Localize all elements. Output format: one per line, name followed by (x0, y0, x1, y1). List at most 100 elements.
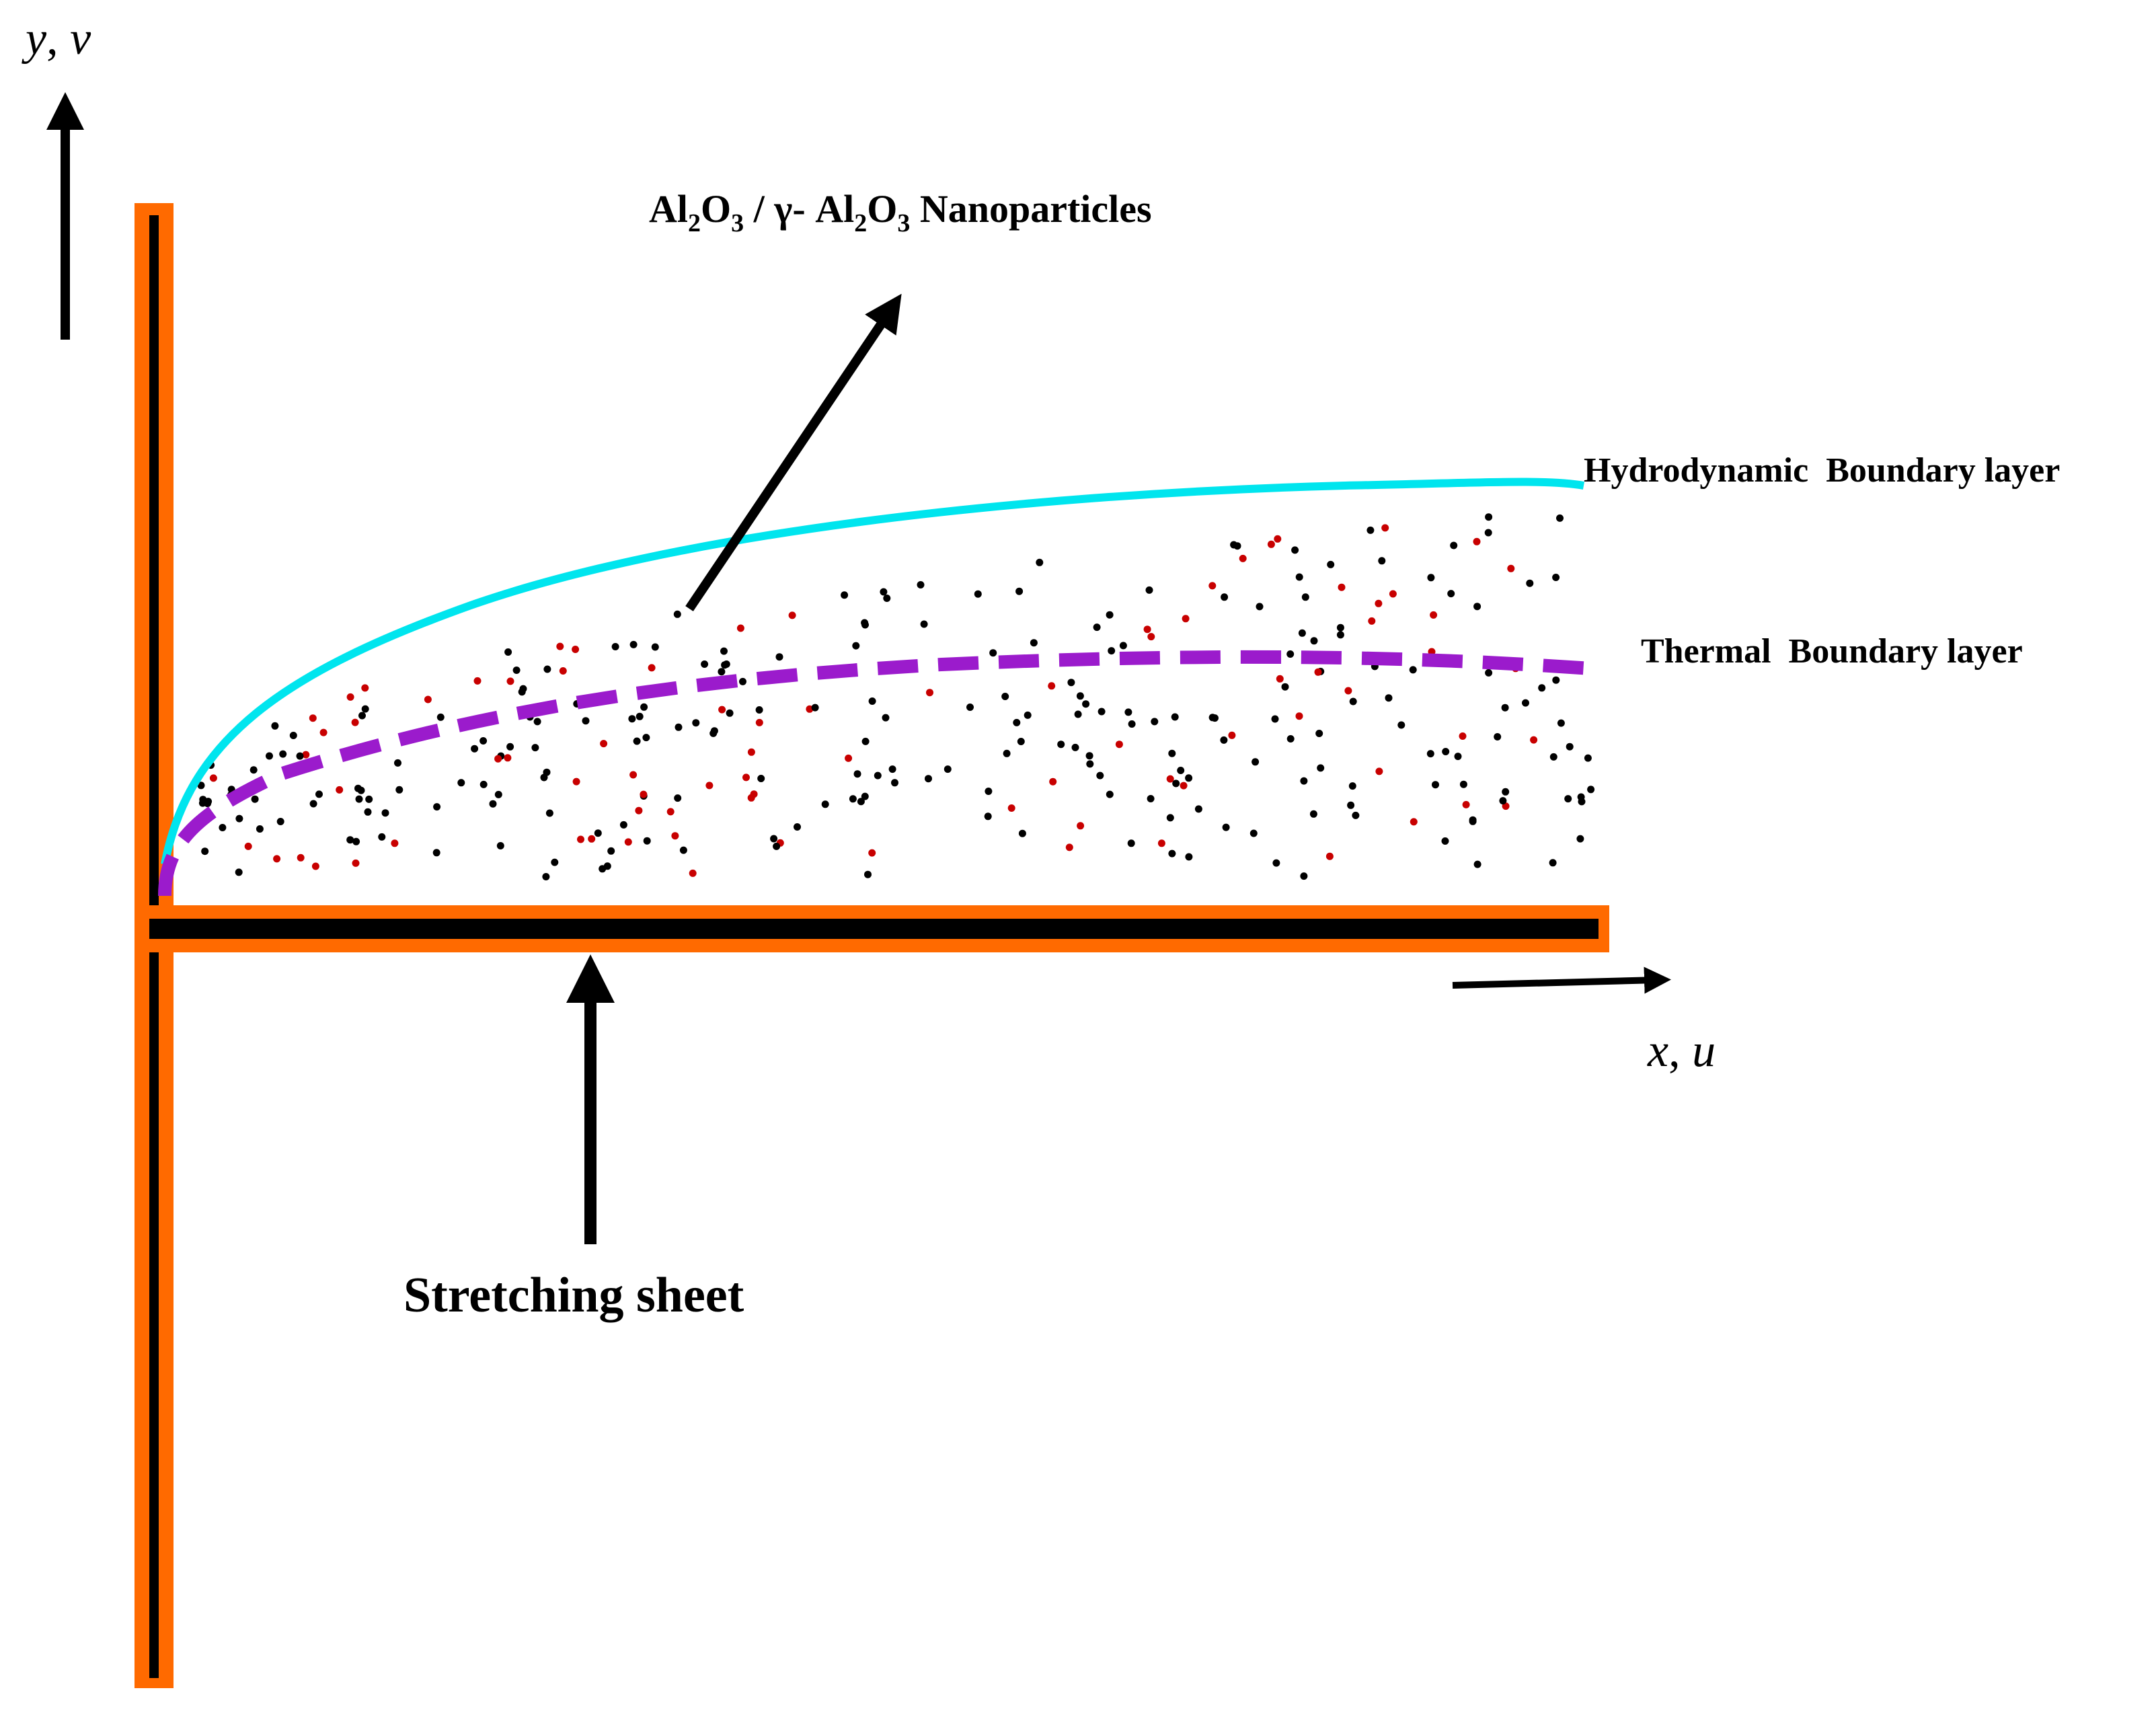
nanoparticle-dot (1093, 623, 1101, 632)
nanoparticle-dot (679, 846, 687, 854)
nanoparticle-dot (1124, 708, 1132, 716)
nanoparticle-dot (358, 712, 366, 720)
nanoparticle-dot (351, 718, 359, 726)
nanoparticle-dot (974, 590, 982, 598)
nanoparticle-dot (1036, 558, 1044, 566)
thermal-boundary-curve (158, 650, 1601, 897)
nanoparticle-dot (721, 661, 729, 669)
nanoparticle-dot (1530, 736, 1538, 744)
nanoparticle-dot (1147, 633, 1155, 641)
nanoparticle-dot (671, 832, 679, 840)
nanoparticle-dot (720, 647, 728, 655)
nanoparticle-dot (1325, 852, 1334, 860)
hydrodynamic-label: Hydrodynamic Boundary layer (1584, 451, 2060, 490)
nanoparticle-dot (633, 737, 641, 745)
nanoparticle-dot (1015, 587, 1024, 595)
nanoparticle-dot (1557, 719, 1565, 727)
nanoparticle-dot (1450, 541, 1458, 549)
nanoparticle-dot (1381, 524, 1389, 532)
nanoparticle-dot (1145, 586, 1153, 594)
nanoparticle-dot (1315, 730, 1323, 737)
nanoparticle-dot (1485, 669, 1493, 677)
nanoparticle-dot (1375, 767, 1383, 775)
nanoparticle-dot (1115, 740, 1123, 749)
nanoparticle-dot (512, 667, 521, 674)
nanoparticle-dot (1271, 715, 1279, 723)
nanoparticle-dot (201, 847, 209, 856)
nanoparticle-dot (309, 714, 317, 722)
nanoparticle-dot (256, 825, 264, 833)
nanoparticle-dot (1564, 795, 1572, 803)
nanoparticle-dot (1001, 693, 1009, 700)
nanoparticle-dot (1007, 804, 1015, 812)
nanoparticle-dot (471, 745, 479, 753)
nanoparticle-dot (880, 588, 888, 596)
nanoparticle-dot (1441, 837, 1449, 845)
nanoparticle-dot (628, 715, 636, 723)
nanoparticle-dot (1286, 735, 1295, 743)
nanoparticle-dot (551, 858, 559, 866)
nanoparticle-dot (1128, 720, 1136, 728)
nanoparticle-dot (747, 748, 755, 756)
nanoparticle-dot (309, 800, 317, 808)
nanoparticle-dot (611, 643, 619, 650)
nanoparticle-dot (436, 713, 445, 721)
nanoparticle-dot (533, 718, 541, 726)
nanoparticle-dot (1549, 859, 1557, 867)
nanoparticle-dot (1427, 574, 1435, 582)
nanoparticle-dot (545, 809, 553, 817)
nanoparticle-dot (985, 788, 993, 795)
nanoparticle-dot (1171, 713, 1179, 721)
nanoparticle-dot (689, 869, 697, 877)
nanoparticle-dot (235, 814, 243, 823)
nanoparticle-dot (888, 765, 896, 773)
nanoparticle-dot (1221, 593, 1229, 601)
nanoparticle-dot (1208, 582, 1217, 590)
nanoparticle-dot (788, 611, 796, 619)
nanoparticle-dot (1071, 743, 1079, 751)
nanoparticle-dot (219, 824, 227, 831)
nanoparticle-dot (861, 621, 869, 629)
nanoparticle-dot (1180, 782, 1188, 790)
nanoparticle-dot (755, 706, 763, 714)
nanoparticle-dot (861, 792, 869, 800)
nanoparticle-dot (864, 870, 872, 878)
nanoparticle-dot (857, 798, 865, 806)
nanoparticle-dot (1336, 631, 1344, 639)
nanoparticle-dot (984, 812, 992, 821)
nanoparticle-dot (432, 849, 440, 857)
nanoparticle-dot (355, 795, 363, 803)
nanoparticle-dot (1576, 835, 1584, 843)
nanoparticle-dot (273, 855, 281, 863)
nanoparticle-dot (966, 704, 974, 711)
stretching-sheet-label: Stretching sheet (403, 1268, 744, 1323)
nanoparticle-dot (651, 643, 659, 651)
nanoparticle-dot (600, 740, 608, 748)
nanoparticle-dot (1327, 560, 1335, 568)
nanoparticle-dot (675, 723, 683, 731)
nanoparticle-dot (1085, 752, 1093, 760)
nanoparticle-dot (302, 751, 310, 759)
nanoparticle-dot (249, 766, 258, 774)
nanoparticle-dot (1249, 829, 1258, 837)
nanoparticle-dot (640, 703, 648, 711)
nanoparticle-dot (692, 719, 700, 727)
nanoparticle-dot (1074, 710, 1082, 718)
nanoparticle-dot (1317, 764, 1325, 772)
x-axis-arrow (1452, 966, 1671, 994)
nanoparticle-dot (1338, 583, 1346, 591)
nanoparticle-dot (346, 693, 354, 701)
nanoparticle-dot (1172, 780, 1180, 788)
nanoparticle-dot (757, 775, 765, 782)
nanoparticle-dot (1024, 711, 1032, 719)
nanoparticle-dot (297, 853, 305, 862)
nanoparticle-dot (811, 704, 819, 712)
nanoparticle-dot (209, 774, 217, 782)
nanoparticle-dot (853, 770, 861, 778)
nanoparticle-dot (531, 744, 539, 752)
nanoparticle-dot (1538, 684, 1546, 692)
nanoparticle-dot (1430, 611, 1438, 619)
nanoparticle-dot (378, 833, 386, 841)
nanoparticle-dot (1286, 650, 1295, 658)
